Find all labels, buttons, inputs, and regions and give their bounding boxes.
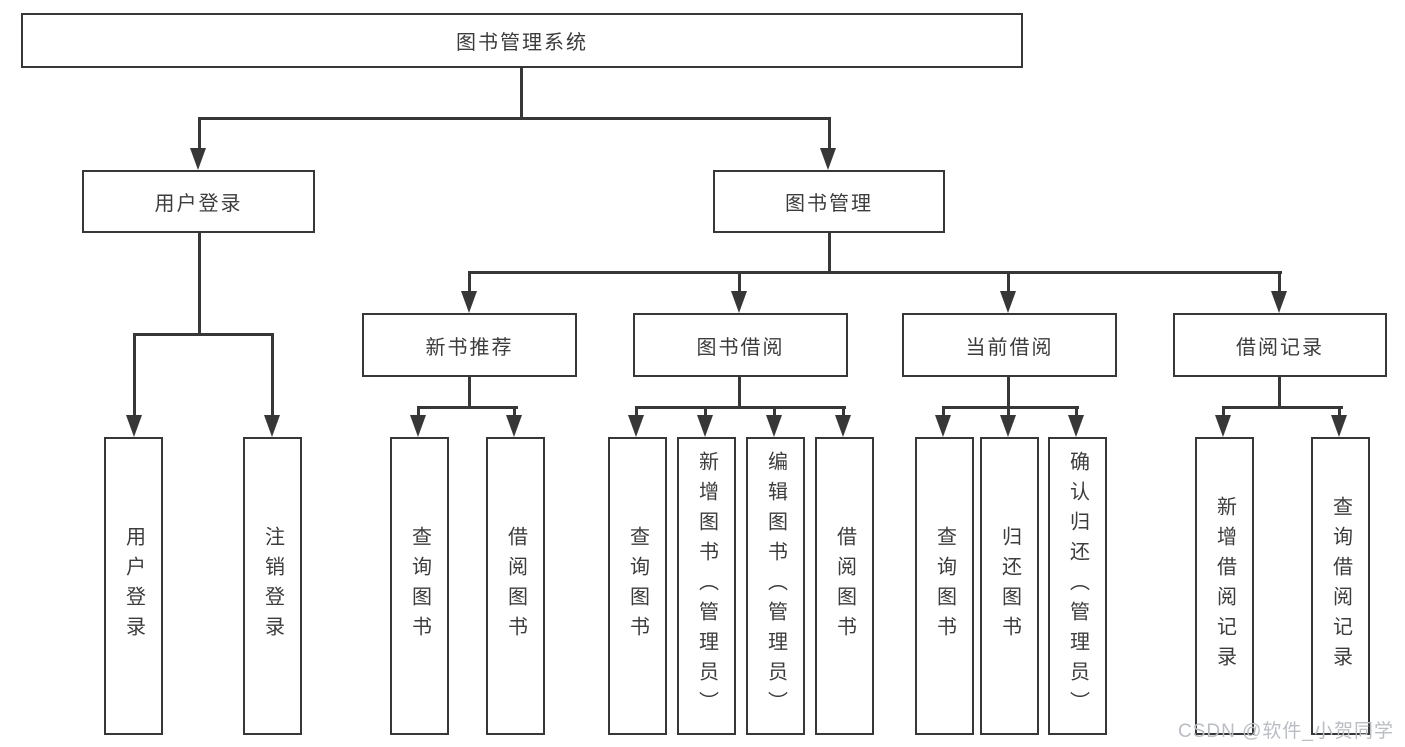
connector-line: [942, 406, 945, 418]
leaf-edit-books-admin: 编辑图书（管理员）: [746, 437, 805, 735]
node-library-management-system: 图书管理系统: [21, 13, 1023, 68]
connector-arrow-down: [190, 148, 206, 170]
connector-line: [513, 406, 516, 418]
leaf-borrow-books: 借阅图书: [815, 437, 874, 735]
connector-line: [738, 271, 741, 293]
connector-arrow-down: [1068, 415, 1084, 437]
connector-arrow-down: [126, 415, 142, 437]
connector-line: [133, 333, 136, 417]
connector-arrow-down: [935, 415, 951, 437]
leaf-label: 查询图书: [933, 526, 956, 646]
leaf-add-borrow-record: 新增借阅记录: [1195, 437, 1254, 735]
connector-line: [1338, 406, 1341, 418]
leaf-query-books-current: 查询图书: [915, 437, 974, 735]
connector-arrow-down: [1215, 415, 1231, 437]
connector-arrow-down: [835, 415, 851, 437]
leaf-query-books-recommendation: 查询图书: [390, 437, 449, 735]
connector-line: [1222, 406, 1225, 418]
leaf-add-books-admin: 新增图书（管理员）: [677, 437, 736, 735]
leaf-label: 归还图书: [998, 526, 1021, 646]
leaf-label: 查询借阅记录: [1329, 496, 1352, 676]
connector-line: [1007, 271, 1010, 293]
connector-arrow-down: [1271, 291, 1287, 313]
leaf-user-login: 用户登录: [104, 437, 163, 735]
connector-line: [133, 333, 274, 336]
connector-line: [738, 377, 741, 409]
connector-line: [468, 377, 471, 409]
leaf-label: 查询图书: [408, 526, 431, 646]
node-label: 图书管理系统: [456, 32, 588, 54]
node-label: 当前借阅: [965, 336, 1054, 359]
connector-arrow-down: [461, 291, 477, 313]
leaf-label: 借阅图书: [833, 526, 856, 646]
connector-line: [417, 406, 518, 409]
connector-arrow-down: [628, 415, 644, 437]
node-label: 借阅记录: [1236, 336, 1324, 359]
leaf-query-books-borrowing: 查询图书: [608, 437, 667, 735]
connector-line: [1075, 406, 1078, 418]
connector-line: [1222, 406, 1343, 409]
connector-line: [635, 406, 638, 418]
connector-arrow-down: [410, 415, 426, 437]
leaf-label: 注销登录: [261, 526, 284, 646]
node-book-management-module: 图书管理: [713, 170, 945, 233]
connector-arrow-down: [1000, 415, 1016, 437]
connector-arrow-down: [506, 415, 522, 437]
connector-line: [1007, 406, 1010, 418]
connector-line: [198, 233, 201, 336]
node-label: 新书推荐: [425, 336, 514, 359]
connector-line: [468, 271, 1282, 274]
node-borrowing-records: 借阅记录: [1173, 313, 1387, 377]
connector-line: [1278, 377, 1281, 409]
node-current-borrowing: 当前借阅: [902, 313, 1117, 377]
connector-line: [842, 406, 845, 418]
connector-line: [704, 406, 707, 418]
leaf-logout: 注销登录: [243, 437, 302, 735]
connector-line: [417, 406, 420, 418]
leaf-return-books: 归还图书: [980, 437, 1039, 735]
leaf-query-borrow-record: 查询借阅记录: [1311, 437, 1370, 735]
connector-line: [1278, 271, 1281, 293]
node-label: 图书借阅: [696, 336, 785, 359]
connector-arrow-down: [1331, 415, 1347, 437]
connector-arrow-down: [264, 415, 280, 437]
node-new-book-recommendation: 新书推荐: [362, 313, 577, 377]
connector-line: [271, 333, 274, 417]
connector-line: [828, 233, 831, 274]
connector-line: [635, 406, 846, 409]
connector-line: [468, 271, 471, 293]
leaf-borrow-books-recommendation: 借阅图书: [486, 437, 545, 735]
connector-line: [198, 117, 831, 120]
connector-line: [520, 68, 523, 118]
connector-line: [1007, 377, 1010, 409]
leaf-confirm-return-admin: 确认归还（管理员）: [1048, 437, 1107, 735]
node-book-borrowing: 图书借阅: [633, 313, 848, 377]
leaf-label: 新增图书（管理员）: [695, 451, 718, 721]
leaf-label: 确认归还（管理员）: [1066, 451, 1089, 721]
connector-line: [942, 406, 1079, 409]
node-label: 用户登录: [154, 193, 243, 215]
leaf-label: 查询图书: [626, 526, 649, 646]
connector-line: [773, 406, 776, 418]
connector-arrow-down: [766, 415, 782, 437]
leaf-label: 借阅图书: [504, 526, 527, 646]
node-user-login-module: 用户登录: [82, 170, 315, 233]
leaf-label: 用户登录: [122, 526, 145, 646]
connector-arrow-down: [820, 148, 836, 170]
csdn-watermark: CSDN @软件_小贺同学: [1178, 721, 1394, 742]
leaf-label: 编辑图书（管理员）: [764, 451, 787, 721]
connector-line: [198, 117, 201, 150]
connector-arrow-down: [697, 415, 713, 437]
leaf-label: 新增借阅记录: [1213, 496, 1236, 676]
connector-arrow-down: [731, 291, 747, 313]
connector-line: [828, 117, 831, 150]
connector-arrow-down: [1000, 291, 1016, 313]
node-label: 图书管理: [785, 193, 873, 215]
